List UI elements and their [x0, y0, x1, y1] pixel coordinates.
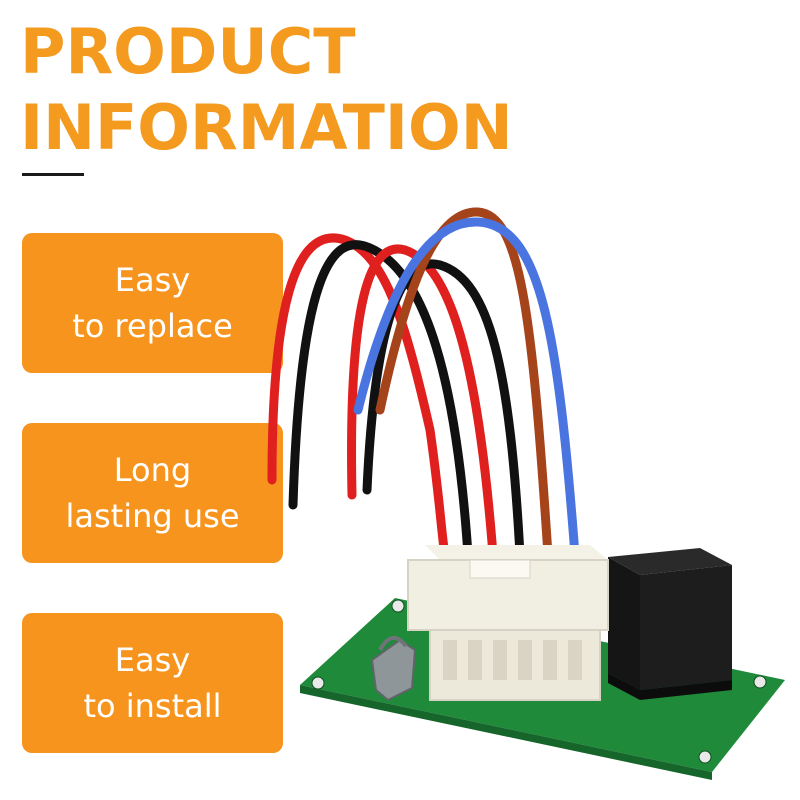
feature-card-line-1: Easy [114, 641, 191, 679]
page-headline: PRODUCT INFORMATION [20, 14, 513, 166]
feature-card-line-2: to install [83, 687, 222, 725]
board-mount-hole [753, 675, 767, 689]
relay-side [640, 565, 732, 690]
headline-underline [22, 173, 84, 176]
feature-card-easy-to-install: Easy to install [22, 613, 283, 753]
connector-pin-slot [443, 640, 457, 680]
connector-latch [469, 559, 531, 579]
connector-pin-slot [468, 640, 482, 680]
wire-harness [267, 207, 580, 560]
wire-blue [353, 217, 580, 560]
wire-black [362, 259, 525, 560]
board-mount-hole [311, 676, 325, 690]
relay-front [608, 557, 640, 690]
feature-card-line-2: to replace [72, 307, 233, 345]
board-mount-hole [391, 599, 405, 613]
wire-red [347, 244, 498, 560]
connector-pin-slots [443, 640, 582, 680]
metal-terminal-clip-loop [378, 636, 408, 652]
feature-card-line-2: lasting use [65, 497, 240, 535]
connector-top [425, 545, 608, 560]
relay-base [608, 673, 732, 700]
connector-pin-slot [543, 640, 557, 680]
connector-pin-slot [568, 640, 582, 680]
feature-card-line-1: Long [113, 451, 192, 489]
circuit-board-edge [300, 685, 712, 780]
headline-line-1: PRODUCT [20, 15, 356, 88]
connector-pin-slot [493, 640, 507, 680]
relay-top [608, 548, 732, 575]
relay-board-product-image [267, 207, 785, 780]
wire-black [288, 240, 473, 560]
board-mount-hole [698, 750, 712, 764]
feature-card-easy-to-replace: Easy to replace [22, 233, 283, 373]
feature-card-line-1: Easy [114, 261, 191, 299]
headline-line-2: INFORMATION [20, 91, 513, 164]
connector-pin-slot [518, 640, 532, 680]
feature-card-long-lasting-use: Long lasting use [22, 423, 283, 563]
wire-brown [375, 207, 553, 560]
